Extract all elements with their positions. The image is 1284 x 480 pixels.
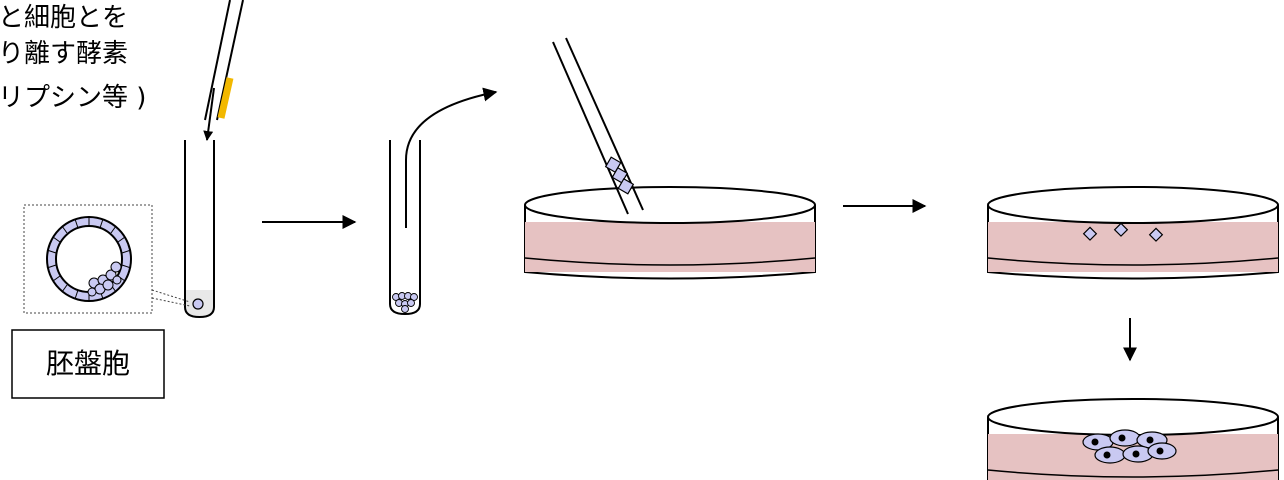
culture-dish-icon — [988, 187, 1278, 279]
culture-dish-icon — [525, 38, 815, 279]
blastocyst-icon — [47, 217, 131, 301]
enzyme-label: と細胞とを り離す酵素 リプシン等 ) — [0, 3, 146, 113]
pipette-icon — [553, 38, 643, 214]
blastocyst-label-box: 胚盤胞 — [12, 330, 164, 398]
embryo-in-tube — [193, 299, 203, 309]
cell-pellet — [393, 293, 418, 313]
test-tube-icon — [390, 92, 496, 314]
test-tube-icon — [185, 140, 214, 317]
pipette-icon — [205, 0, 243, 140]
blastocyst-label: 胚盤胞 — [46, 347, 130, 380]
blastocyst-zoom — [24, 205, 190, 313]
enzyme-label-line3: リプシン等 ) — [0, 83, 146, 113]
enzyme-label-line2: り離す酵素 — [0, 39, 128, 69]
culture-dish-icon — [988, 399, 1278, 480]
enzyme-label-line1: と細胞とを — [0, 3, 128, 33]
